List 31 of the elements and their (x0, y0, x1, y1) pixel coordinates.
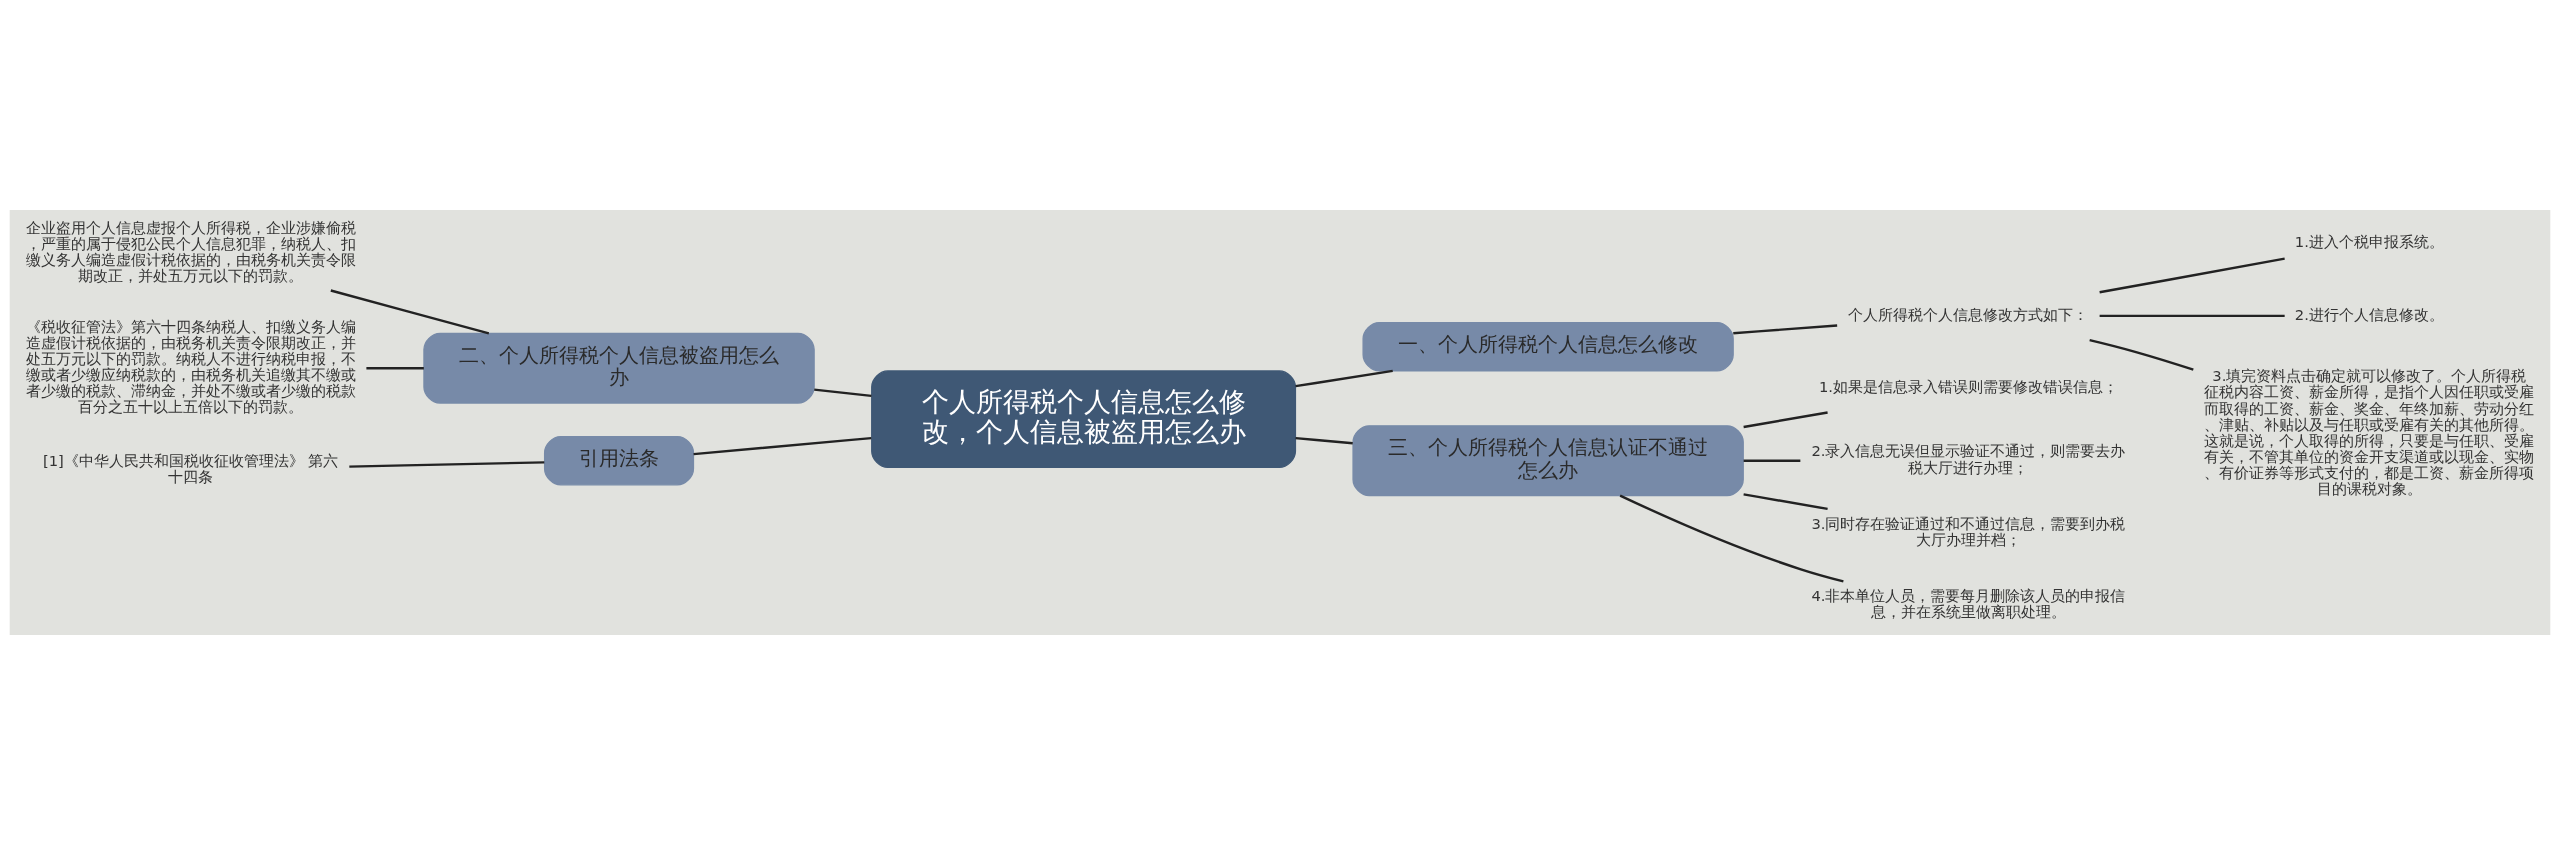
node-text: 1.如果是信息录入错误则需要修改错误信息； (1818, 378, 2118, 396)
node-text: 个人所得税个人信息修改方式如下： (1848, 305, 2089, 323)
node-text: 2.进行个人信息修改。 (2294, 305, 2444, 323)
node-text: 3.同时存在验证通过和不通过信息，需要到办税大厅办理并档； (1811, 514, 2126, 548)
node-text: 3.填完资料点击确定就可以修改了。个人所得税征税内容工资、薪金所得，是指个人因任职或受雇而取得的工资、薪金、奖金、年终加薪、劳动分红、津贴、补贴以及与任职或受雇有关的其他所得。这就是说，个人取得的所得，只要是与任职、受雇有关，不管其单位的资金开支渠道或以现金、实物、有价证券等形式支付的，都是工资、薪金所得项目的课税对象。 (2204, 367, 2535, 497)
connector (1619, 494, 1844, 583)
node-box: 引用法条 (543, 435, 695, 486)
node-box: 个人所得税个人信息怎么修改，个人信息被盗用怎么办 (871, 370, 1297, 469)
connector (349, 461, 545, 468)
connector (1733, 324, 1838, 335)
connector (1743, 411, 1828, 429)
node-box: 二、个人所得税个人信息被盗用怎么办 (423, 332, 815, 404)
connector (330, 289, 490, 335)
connector (2099, 314, 2285, 318)
node-text: 4.非本单位人员，需要每月删除该人员的申报信息，并在系统里做离职处理。 (1811, 587, 2126, 621)
connector (366, 367, 424, 370)
connector (814, 388, 872, 398)
connector (1743, 459, 1801, 462)
node-text: [1]《中华人民共和国税收征收管理法》 第六十四条 (42, 451, 339, 485)
node-text: 1.进入个税申报系统。 (2294, 233, 2444, 251)
connector (2099, 257, 2285, 294)
connector (1295, 369, 1393, 388)
connector (2089, 338, 2194, 371)
connector (693, 436, 872, 456)
node-text: 企业盗用个人信息虚报个人所得税，企业涉嫌偷税，严重的属于侵犯公民个人信息犯罪，纳税人、扣缴义务人编造虚假计税依据的，由税务机关责令限期改正，并处五万元以下的罚款。 (25, 218, 356, 284)
connector (1295, 436, 1353, 445)
node-box: 一、个人所得税个人信息怎么修改 (1362, 321, 1734, 372)
connector (1743, 493, 1828, 511)
node-text: 2.录入信息无误但显示验证不通过，则需要去办税大厅进行办理； (1811, 442, 2126, 476)
node-box: 三、个人所得税个人信息认证不通过怎么办 (1352, 425, 1744, 497)
node-text: 《税收征管法》第六十四条纳税人、扣缴义务人编造虚假计税依据的，由税务机关责令限期改正，并处五万元以下的罚款。纳税人不进行纳税申报，不缴或者少缴应纳税款的，由税务机关追缴其不缴或者少缴的税款、滞纳金，并处不缴或者少缴的税款百分之五十以上五倍以下的罚款。 (25, 317, 356, 416)
